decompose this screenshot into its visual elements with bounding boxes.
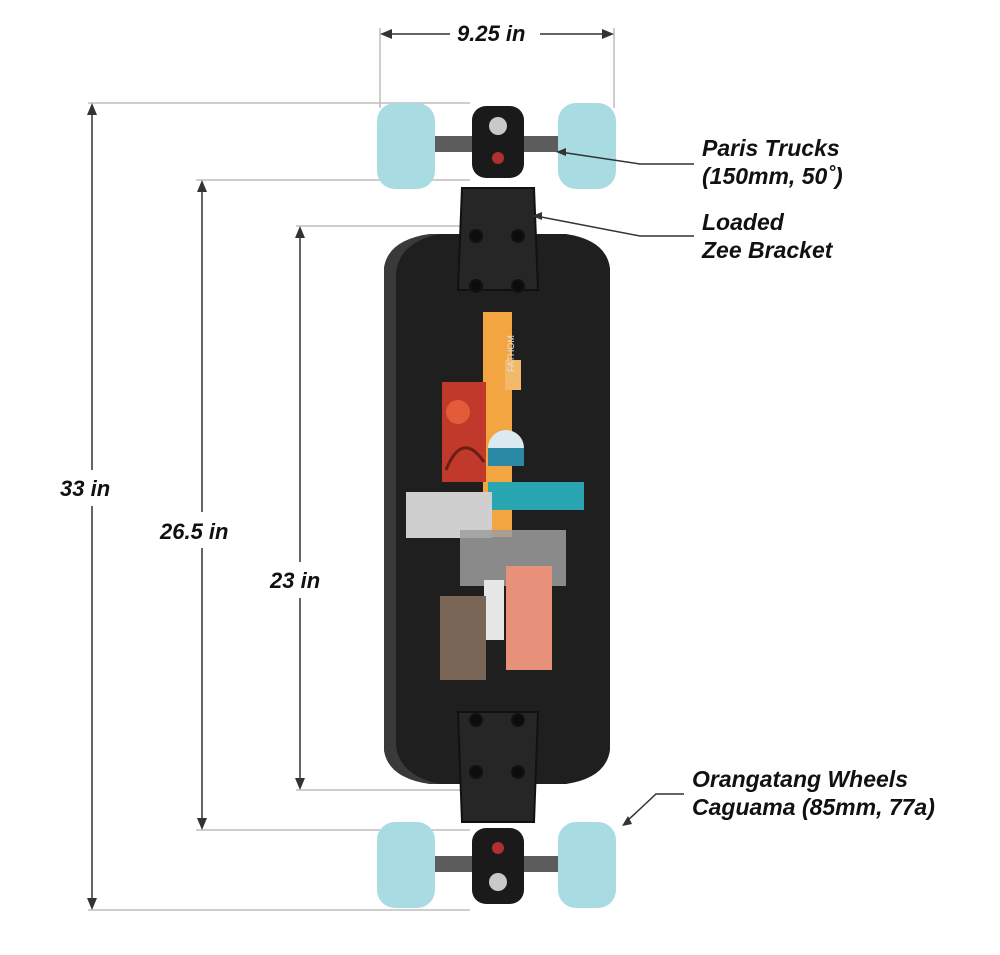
- wheels-arrowhead: [622, 816, 632, 826]
- graphic-white-block: [484, 580, 504, 640]
- graphic-brand-text: FATHOM: [506, 335, 516, 372]
- wheel-rear-left: [377, 822, 435, 908]
- width-arrowhead-right: [602, 29, 614, 39]
- wheelbase-inner-arrowhead-bottom: [295, 778, 305, 790]
- wheel-front-right: [558, 103, 616, 189]
- rear-kingpin: [489, 873, 507, 891]
- front-kingpin: [489, 117, 507, 135]
- rear-bushing: [492, 842, 504, 854]
- bracket-callout-line1: Loaded: [702, 209, 784, 235]
- graphic-orange-block: [505, 360, 521, 390]
- front-truck: [430, 106, 566, 178]
- wheels-callout: Orangatang Wheels Caguama (85mm, 77a): [692, 765, 935, 821]
- graphic-red-sun: [446, 400, 470, 424]
- front-bushing: [492, 152, 504, 164]
- graphic-branch: [444, 446, 486, 471]
- rear-bracket: [456, 711, 540, 823]
- trucks-callout: Paris Trucks (150mm, 50˚): [702, 134, 843, 190]
- wheelbase-inner-label: 23 in: [270, 568, 321, 593]
- deck-edge-highlight: [384, 234, 440, 784]
- wheelbase-inner-arrowhead-top: [295, 226, 305, 238]
- wheels: [377, 103, 616, 908]
- rear-truck: [430, 828, 566, 904]
- callout-arrowheads: [532, 148, 632, 826]
- zee-bracket-bottom: [456, 711, 540, 823]
- bracket-bolt: [511, 713, 525, 727]
- wheelbase-outer-arrowhead-bottom: [197, 818, 207, 830]
- overall-arrowhead-top: [87, 103, 97, 115]
- dimension-lines: [88, 28, 615, 911]
- callout-lines: [535, 151, 694, 823]
- bracket-leader: [535, 215, 694, 237]
- wheels-callout-line1: Orangatang Wheels: [692, 766, 908, 792]
- bracket-bolt: [469, 229, 483, 243]
- trucks-leader: [559, 151, 694, 165]
- bracket-bolt: [511, 279, 525, 293]
- bracket-bolt: [511, 765, 525, 779]
- wheelbase-outer-arrowhead-top: [197, 180, 207, 192]
- graphic-sea: [488, 448, 524, 466]
- graphic-teal-strip: [488, 482, 584, 510]
- trucks-callout-line1: Paris Trucks: [702, 135, 840, 161]
- bracket-arrowhead: [532, 212, 542, 220]
- front-hanger: [472, 106, 524, 178]
- bracket-bolt: [469, 713, 483, 727]
- trucks-arrowhead: [556, 148, 566, 156]
- graphic-sunset-panel: [506, 566, 552, 670]
- zee-bracket-top: [456, 187, 540, 291]
- overall-length-label: 33 in: [60, 476, 111, 501]
- width-label: 9.25 in: [457, 21, 526, 46]
- wheels-callout-line2: Caguama (85mm, 77a): [692, 794, 935, 820]
- graphic-roots-panel: [440, 596, 486, 680]
- overall-arrowhead-bottom: [87, 898, 97, 910]
- bracket-bolt: [469, 765, 483, 779]
- skateboard: FATHOM: [377, 103, 616, 908]
- bracket-callout-line2: Zee Bracket: [702, 237, 833, 263]
- wheels-leader: [625, 793, 684, 823]
- deck-graphic: FATHOM: [406, 312, 584, 680]
- trucks-callout-line2: (150mm, 50˚): [702, 163, 843, 189]
- width-arrowhead-left: [380, 29, 392, 39]
- bracket-bolt: [469, 279, 483, 293]
- wheel-rear-right: [558, 822, 616, 908]
- rear-hanger: [472, 828, 524, 904]
- bracket-callout: Loaded Zee Bracket: [702, 208, 832, 264]
- wheelbase-outer-label: 26.5 in: [160, 519, 229, 544]
- arrowheads: [87, 29, 614, 910]
- wheel-front-left: [377, 103, 435, 189]
- front-bracket: [456, 187, 540, 293]
- bracket-bolt: [511, 229, 525, 243]
